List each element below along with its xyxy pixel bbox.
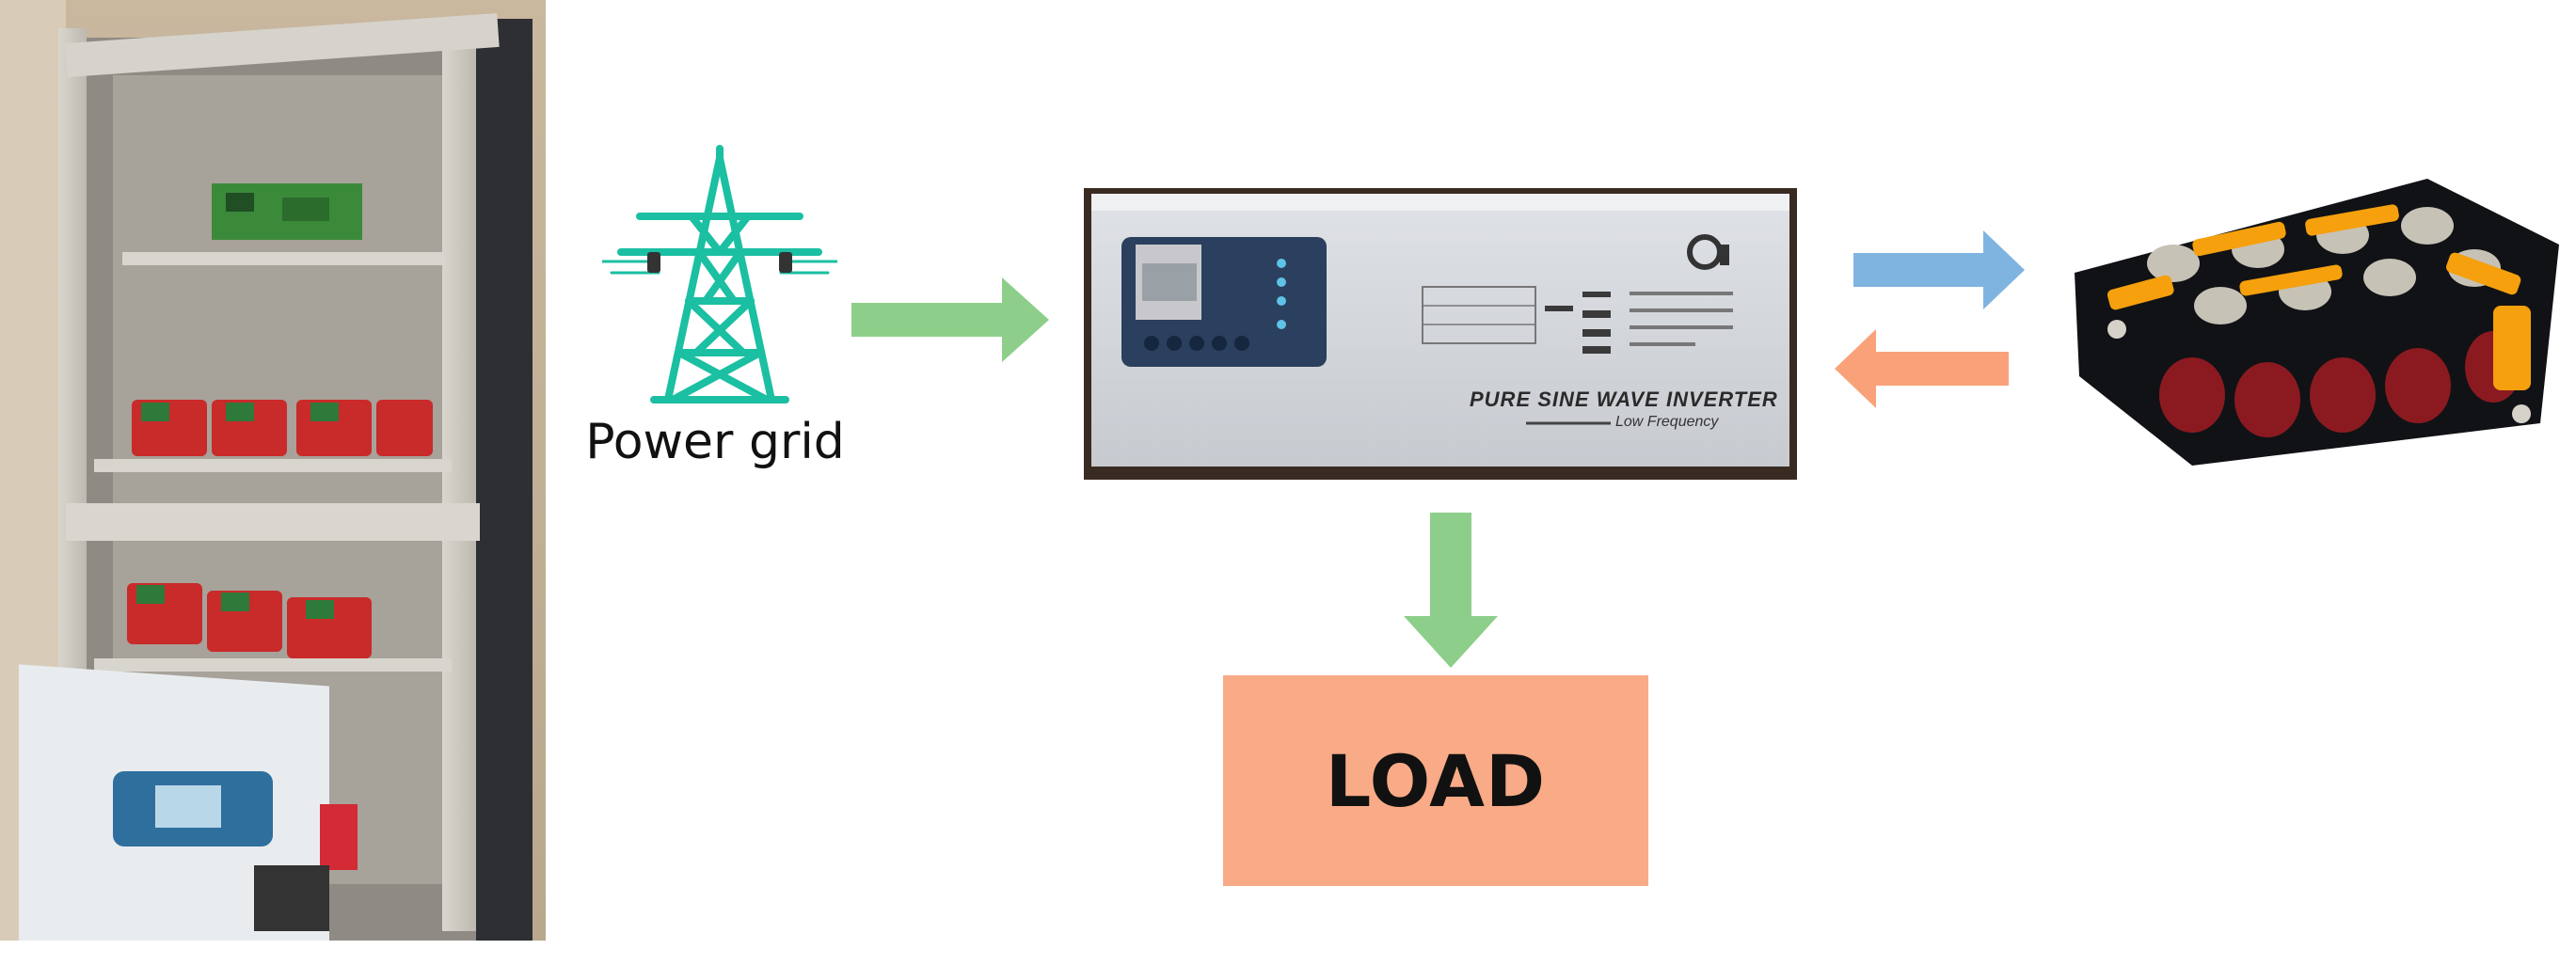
battery-cabinet-photo — [0, 0, 546, 941]
inverter-photo: PURE SINE WAVE INVERTER Low Frequency — [1084, 188, 1797, 480]
load-label: LOAD — [1325, 738, 1547, 823]
inverter-sub-text: Low Frequency — [1615, 414, 1719, 430]
arrow-inverter-to-battery — [1853, 230, 2025, 309]
power-tower-icon — [602, 141, 837, 414]
inverter-panel-text: PURE SINE WAVE INVERTER — [1470, 388, 1778, 411]
arrow-grid-to-inverter — [851, 277, 1049, 362]
arrow-battery-to-inverter — [1835, 329, 2009, 408]
arrow-inverter-to-load — [1404, 513, 1498, 668]
power-grid-label: Power grid — [585, 414, 845, 470]
load-box: LOAD — [1223, 675, 1648, 886]
battery-pack-photo — [2051, 141, 2564, 480]
